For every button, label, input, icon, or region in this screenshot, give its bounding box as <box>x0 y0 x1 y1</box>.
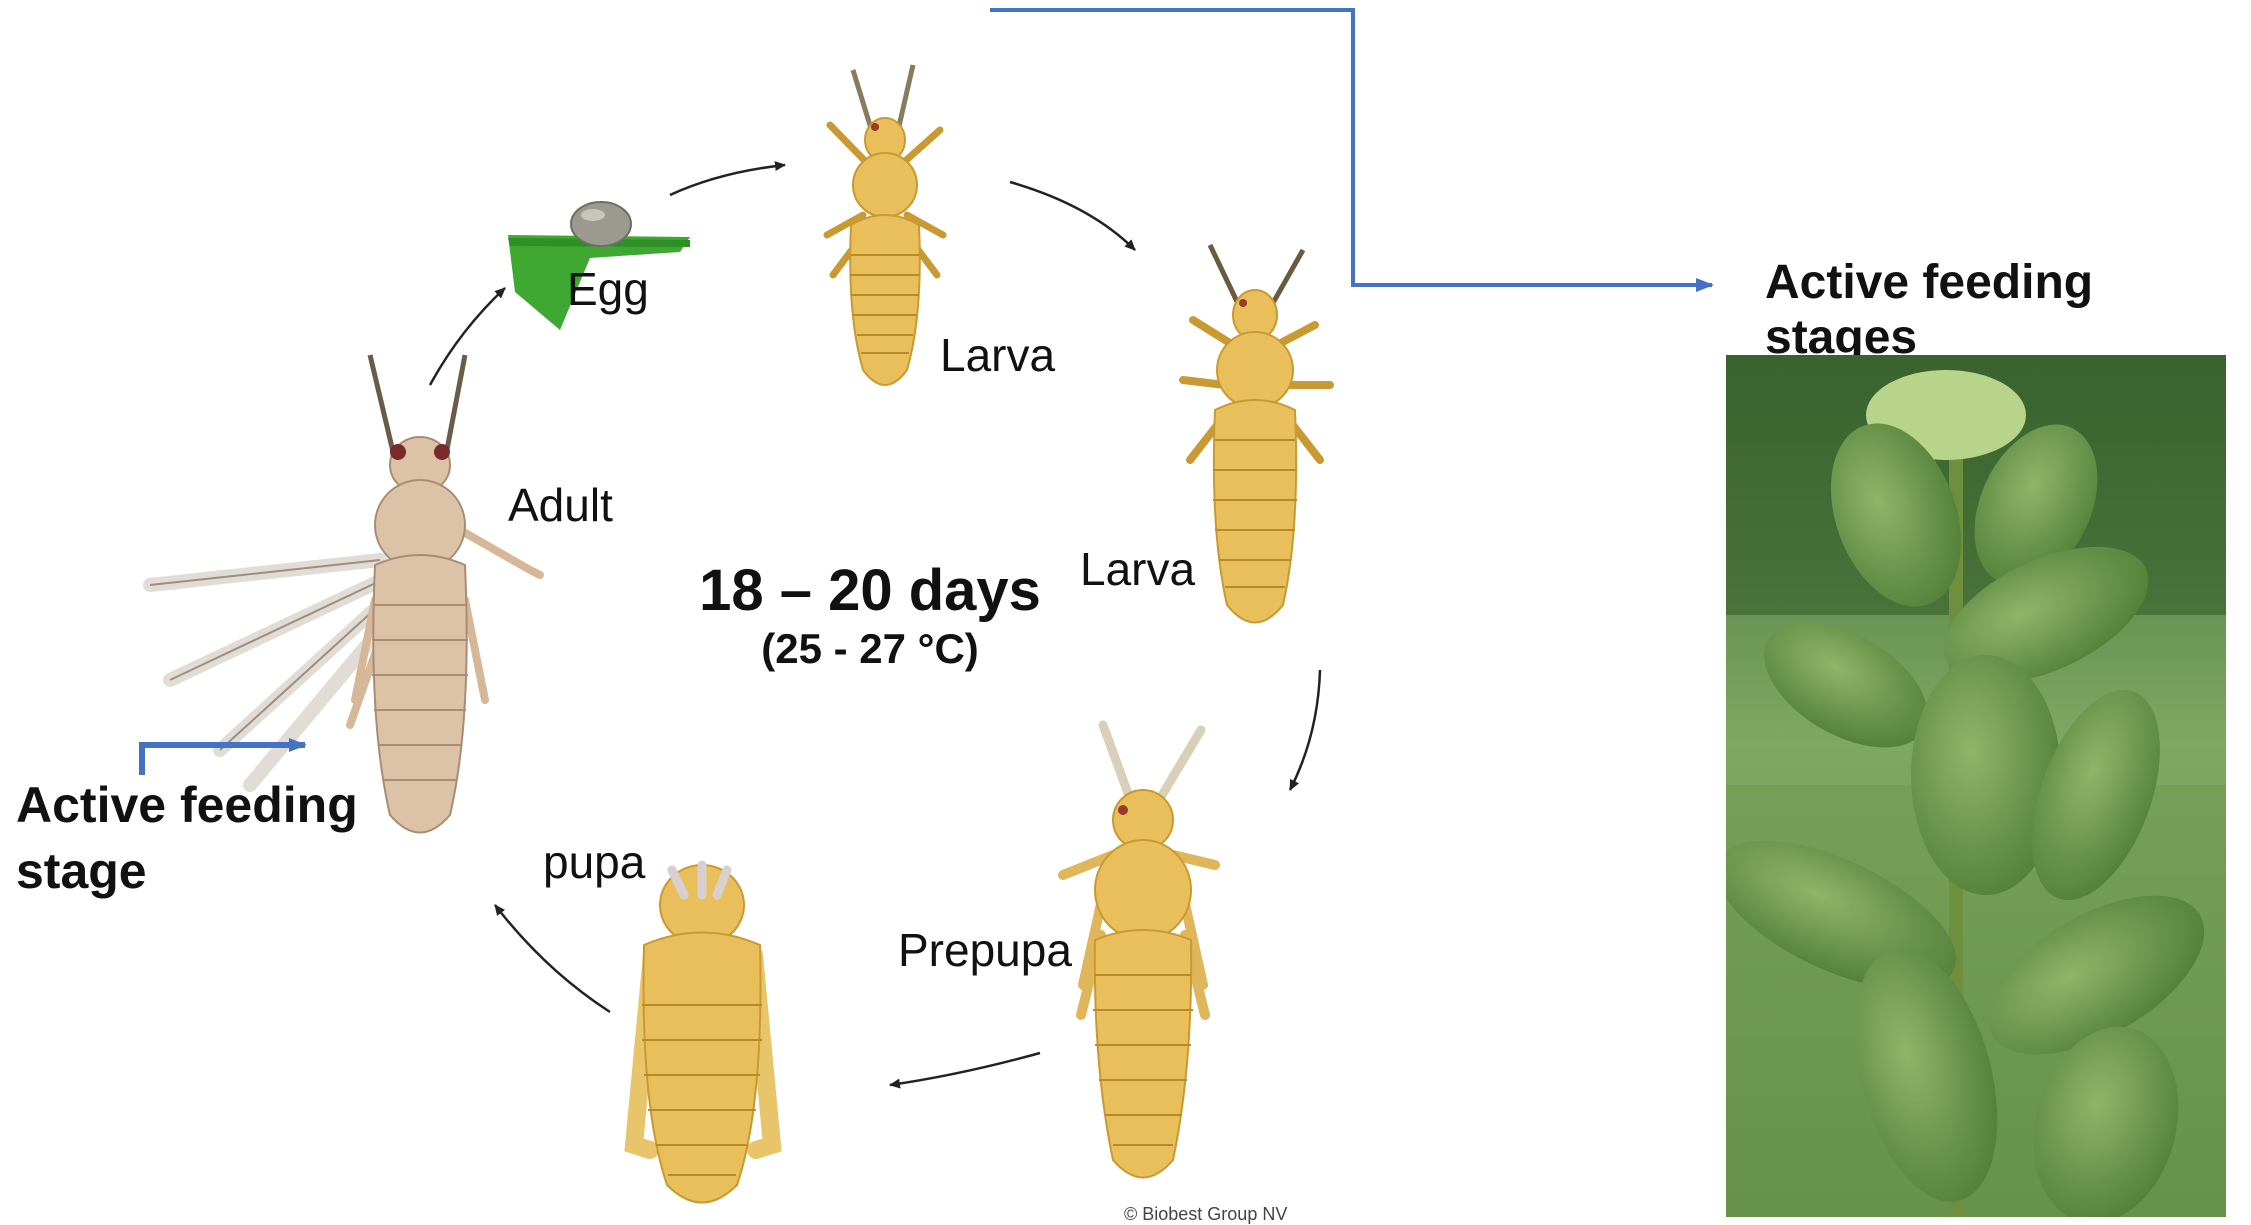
active-feeding-stages-label: Active feeding stages <box>1765 255 2251 365</box>
adult-label: Adult <box>508 478 613 532</box>
prepupa-label: Prepupa <box>898 923 1072 977</box>
plant-photo <box>1726 355 2226 1217</box>
egg-label: Egg <box>567 262 649 316</box>
thrips-adult-icon <box>150 355 540 833</box>
duration-days: 18 – 20 days <box>560 558 1180 624</box>
arrow-larva-to-prepupa <box>1290 670 1320 790</box>
active-feeding-stage-line1: Active feeding <box>16 772 358 838</box>
thrips-pupa-icon <box>634 865 772 1203</box>
pupa-label: pupa <box>543 835 645 889</box>
arrow-egg-to-larva <box>670 165 785 195</box>
active-feeding-stage-label: Active feeding stage <box>16 772 358 904</box>
duration-temperature: (25 - 27 °C) <box>560 624 1180 674</box>
connector-line <box>990 10 1712 285</box>
arrow-prepupa-to-pupa <box>890 1053 1040 1085</box>
arrow-pupa-to-adult <box>495 905 610 1012</box>
arrow-larva-to-larva <box>1010 182 1135 250</box>
thrips-larva-icon <box>1183 245 1330 623</box>
cycle-duration: 18 – 20 days (25 - 27 °C) <box>560 558 1180 674</box>
larva-label-1: Larva <box>940 328 1055 382</box>
thrips-larva-icon <box>827 65 943 385</box>
arrow-adult-to-egg <box>430 288 505 385</box>
active-feeding-stage-line2: stage <box>16 838 358 904</box>
thrips-prepupa-icon <box>1063 725 1215 1178</box>
copyright-text: © Biobest Group NV <box>1124 1204 1287 1225</box>
